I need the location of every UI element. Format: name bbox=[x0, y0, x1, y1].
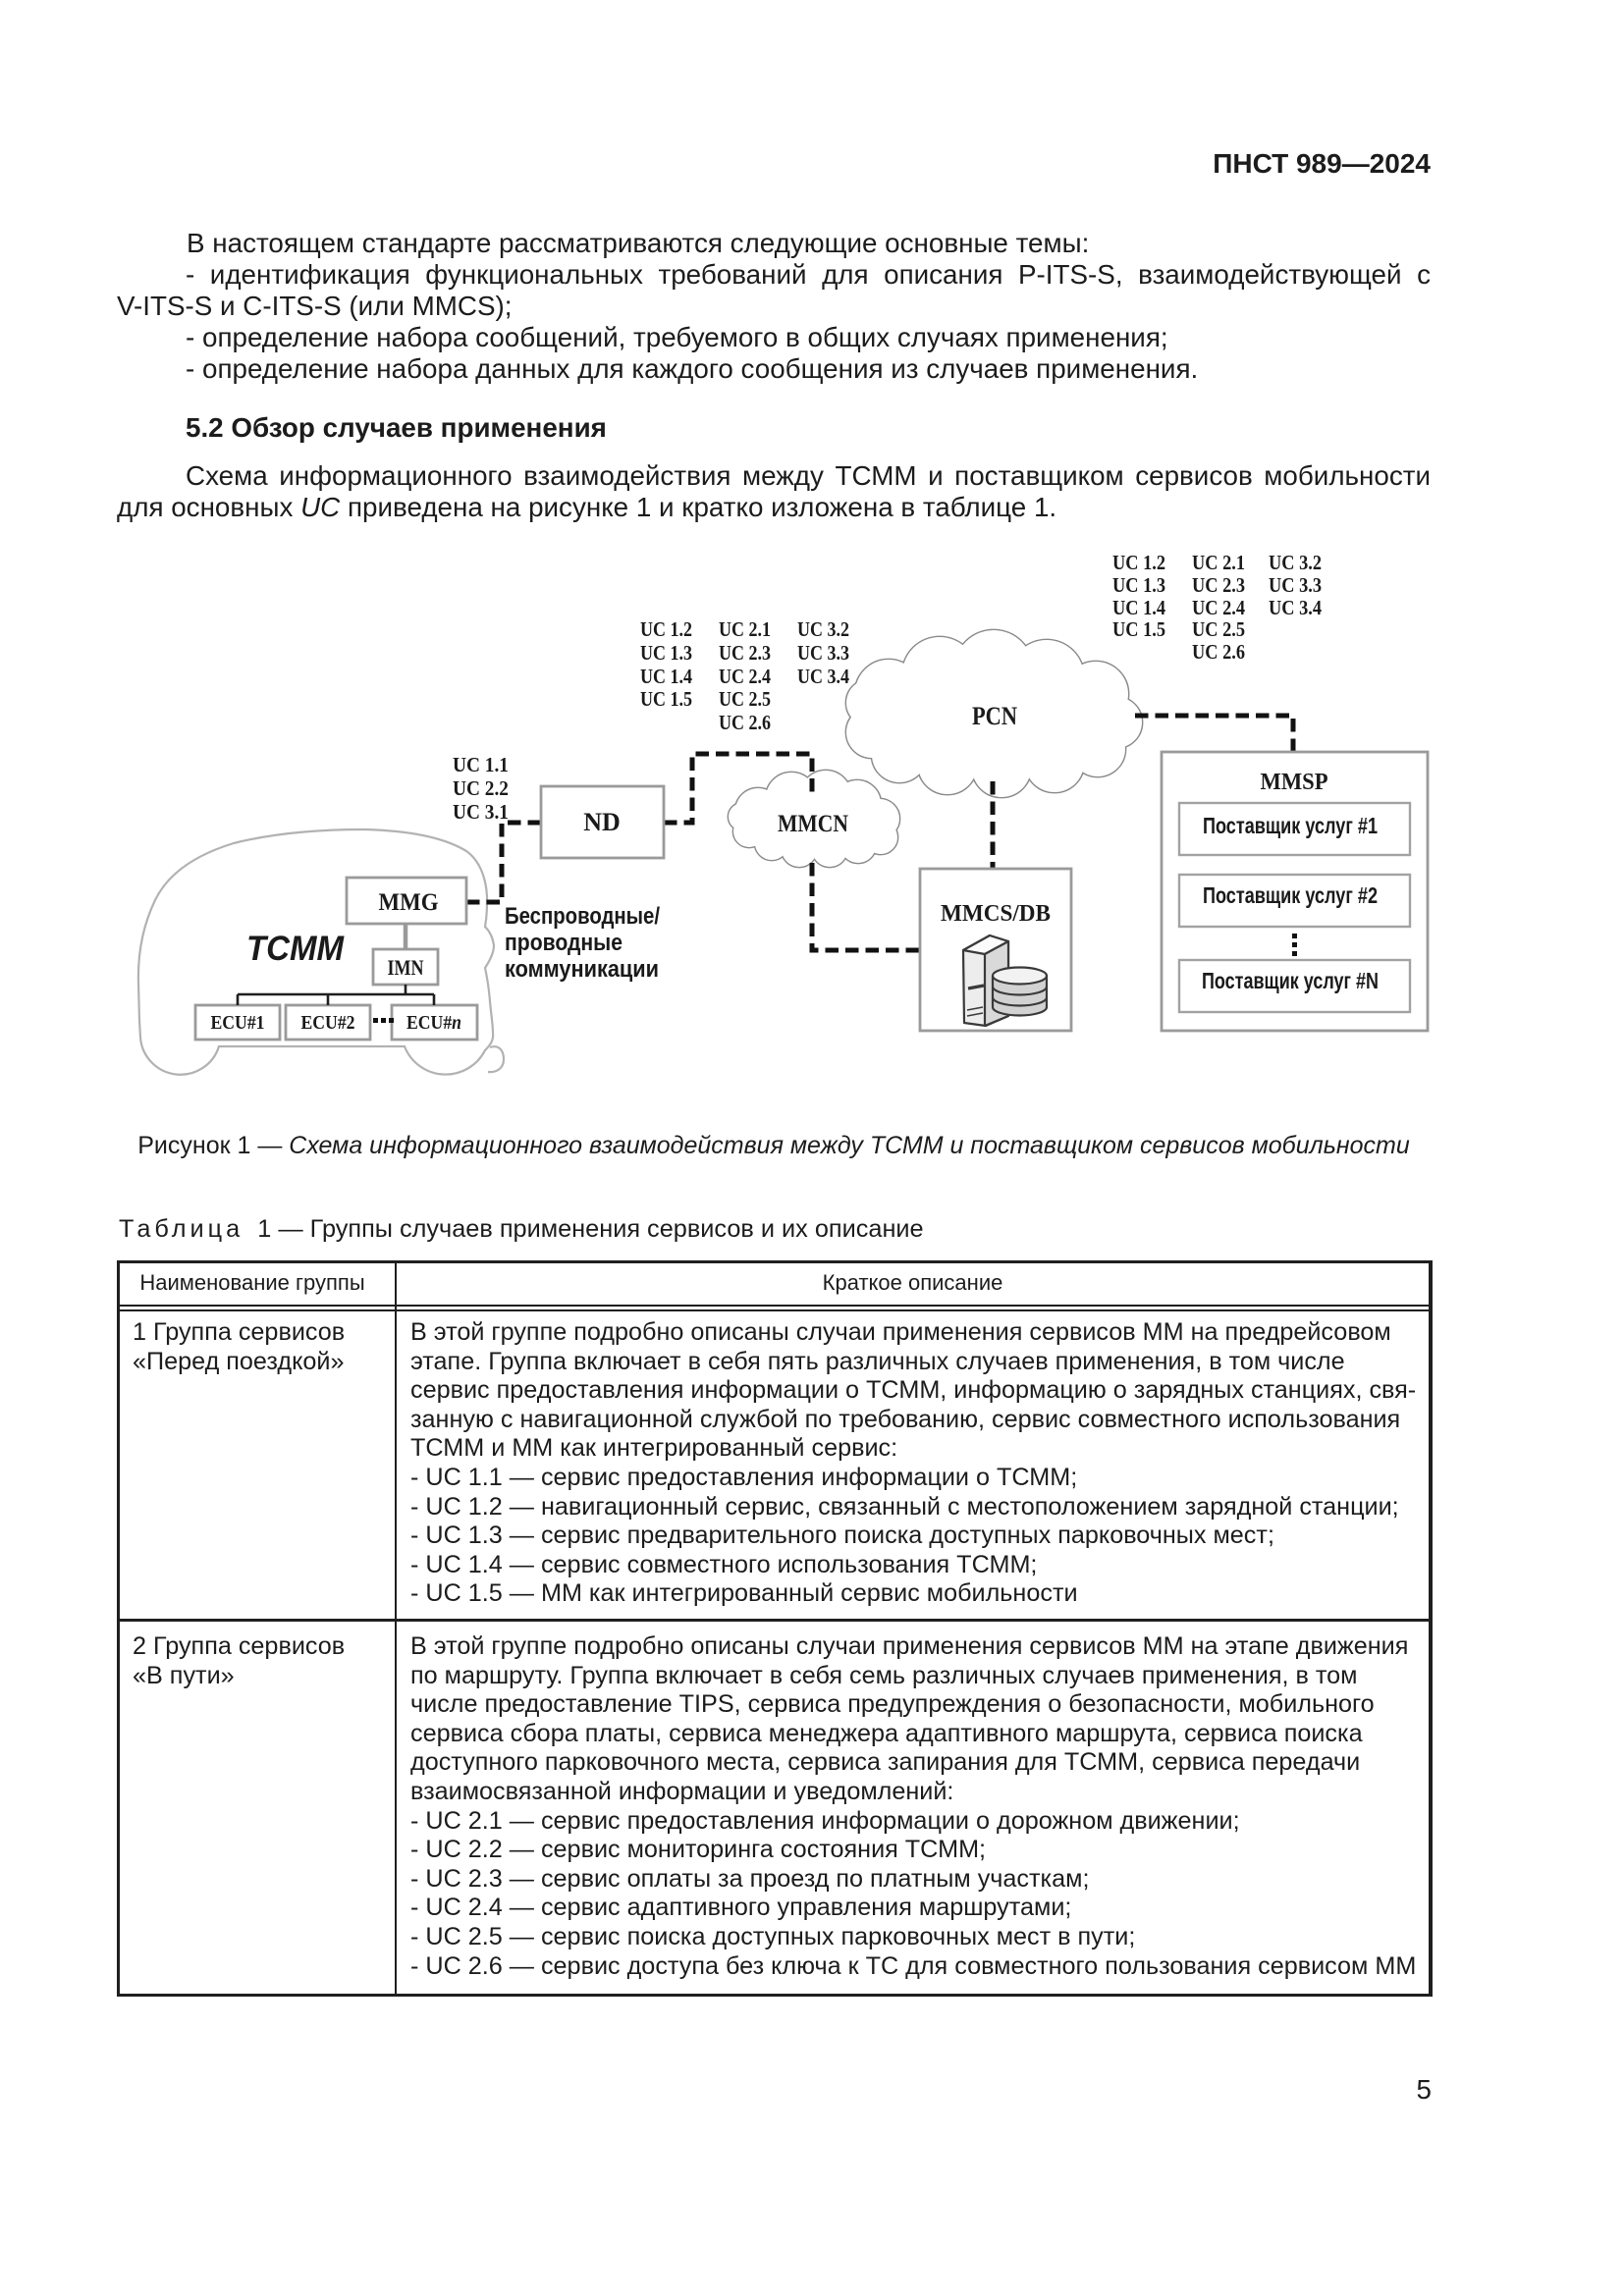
svg-text:UC 2.1: UC 2.1 bbox=[1192, 551, 1245, 574]
svg-text:коммуникации: коммуникации bbox=[505, 956, 659, 983]
svg-text:PCN: PCN bbox=[972, 702, 1017, 730]
svg-text:ECU#n: ECU#n bbox=[406, 1012, 461, 1034]
svg-text:UC 1.2: UC 1.2 bbox=[1112, 551, 1165, 574]
svg-text:ТСММ: ТСММ bbox=[246, 930, 345, 968]
svg-text:UC 2.5: UC 2.5 bbox=[719, 687, 771, 711]
svg-text:UC 3.3: UC 3.3 bbox=[1269, 573, 1322, 597]
svg-text:UC 2.5: UC 2.5 bbox=[1192, 617, 1245, 641]
svg-text:MMCN: MMCN bbox=[778, 811, 848, 837]
svg-text:UC 2.6: UC 2.6 bbox=[1192, 640, 1245, 664]
svg-text:UC 1.2: UC 1.2 bbox=[640, 617, 692, 641]
svg-text:UC 2.4: UC 2.4 bbox=[1192, 596, 1245, 619]
svg-text:UC 3.4: UC 3.4 bbox=[1269, 596, 1322, 619]
svg-text:UC 2.3: UC 2.3 bbox=[719, 641, 771, 665]
svg-text:UC 1.3: UC 1.3 bbox=[640, 641, 692, 665]
svg-text:проводные: проводные bbox=[505, 930, 623, 956]
svg-text:Поставщик услуг #1: Поставщик услуг #1 bbox=[1203, 813, 1378, 838]
svg-text:UC 3.2: UC 3.2 bbox=[797, 617, 849, 641]
svg-text:IMN: IMN bbox=[388, 955, 424, 980]
svg-text:MMSP: MMSP bbox=[1261, 770, 1328, 795]
svg-text:UC 3.4: UC 3.4 bbox=[797, 665, 849, 688]
svg-text:UC 1.4: UC 1.4 bbox=[640, 665, 692, 688]
svg-text:ECU#2: ECU#2 bbox=[301, 1012, 355, 1034]
svg-text:UC 1.5: UC 1.5 bbox=[640, 687, 692, 711]
svg-text:UC 1.1: UC 1.1 bbox=[453, 753, 509, 776]
svg-text:UC 3.2: UC 3.2 bbox=[1269, 551, 1322, 574]
svg-text:ECU#1: ECU#1 bbox=[211, 1012, 265, 1034]
svg-text:MMG: MMG bbox=[379, 889, 439, 916]
svg-text:ND: ND bbox=[583, 808, 621, 836]
svg-text:Беспроводные/: Беспроводные/ bbox=[505, 903, 660, 930]
svg-text:Поставщик услуг #N: Поставщик услуг #N bbox=[1202, 968, 1379, 993]
svg-text:UC 2.1: UC 2.1 bbox=[719, 617, 771, 641]
svg-text:UC 2.3: UC 2.3 bbox=[1192, 573, 1245, 597]
svg-text:UC 1.4: UC 1.4 bbox=[1112, 596, 1165, 619]
svg-text:UC 3.1: UC 3.1 bbox=[453, 800, 509, 824]
svg-text:MMCS/DB: MMCS/DB bbox=[941, 901, 1051, 927]
svg-text:Поставщик услуг #2: Поставщик услуг #2 bbox=[1203, 882, 1378, 908]
svg-text:UC 3.3: UC 3.3 bbox=[797, 641, 849, 665]
svg-text:UC 2.2: UC 2.2 bbox=[453, 776, 509, 800]
svg-text:UC 1.5: UC 1.5 bbox=[1112, 617, 1165, 641]
svg-text:UC 2.4: UC 2.4 bbox=[719, 665, 771, 688]
svg-text:UC 2.6: UC 2.6 bbox=[719, 711, 771, 734]
svg-text:UC 1.3: UC 1.3 bbox=[1112, 573, 1165, 597]
